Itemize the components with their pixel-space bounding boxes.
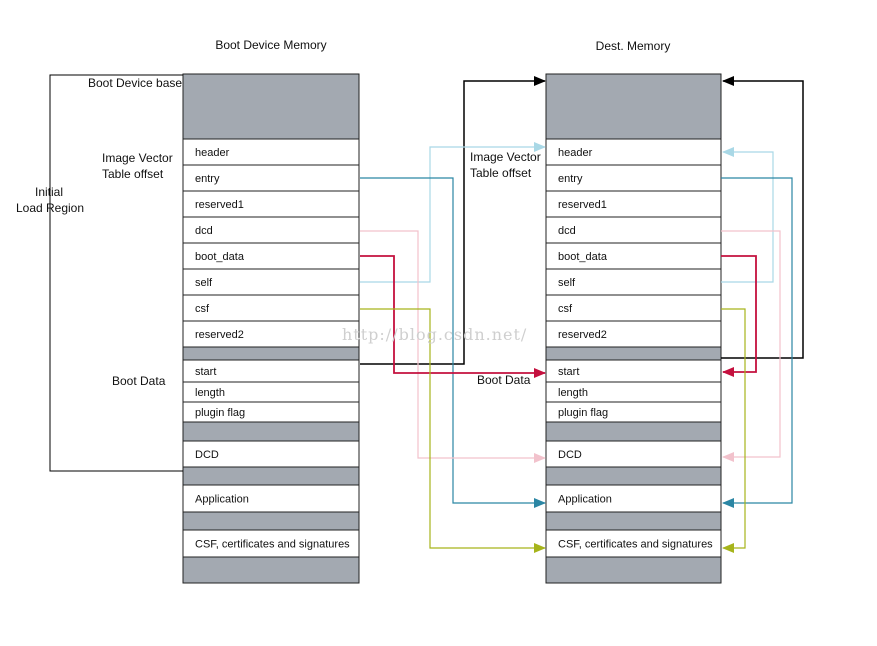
left-row-label-dcd: dcd <box>195 225 213 237</box>
left-row-label-reserved1: reserved1 <box>195 199 244 211</box>
arrow-right-boot-data-to-start <box>721 255 757 377</box>
left-row-application <box>182 484 360 513</box>
arrow-boot-data-to-start <box>360 255 546 378</box>
left-row-header <box>182 138 360 166</box>
left-row-label-csf_block: CSF, certificates and signatures <box>195 539 350 551</box>
right-row-label-DCD: DCD <box>558 449 582 461</box>
right-ivt-label-line1: Image Vector <box>470 150 541 164</box>
initial-load-region-bracket <box>49 74 183 472</box>
left-row-csf <box>182 294 360 322</box>
right-row-label-csf: csf <box>558 303 573 315</box>
right-row-label-dcd: dcd <box>558 225 576 237</box>
right-row-DCD <box>545 440 722 468</box>
left-row-label-length: length <box>195 387 225 399</box>
left-row-gap4 <box>182 511 360 531</box>
left-row-entry <box>182 164 360 192</box>
left-row-top <box>182 73 360 140</box>
left-row-label-start: start <box>195 366 216 378</box>
right-column-title: Dest. Memory <box>596 39 671 53</box>
left-row-gap2 <box>182 421 360 442</box>
left-row-label-self: self <box>195 277 213 289</box>
left-row-label-entry: entry <box>195 173 220 185</box>
right-row-gap1 <box>545 346 722 361</box>
right-boot-data-label: Boot Data <box>477 373 531 387</box>
left-row-label-header: header <box>195 147 230 159</box>
left-row-gap5 <box>182 556 360 584</box>
left-row-gap3 <box>182 466 360 486</box>
right-row-dcd <box>545 216 722 244</box>
arrow-right-csf-to-csf-block <box>721 308 746 553</box>
arrow-right-entry-to-application <box>721 177 793 508</box>
left-column-title: Boot Device Memory <box>215 38 326 52</box>
initial-load-region-label-line1: Initial <box>35 185 63 199</box>
right-row-gap4 <box>545 511 722 531</box>
right-row-label-start: start <box>558 366 579 378</box>
left-row-label-DCD: DCD <box>195 449 219 461</box>
left-row-self <box>182 268 360 296</box>
right-row-label-reserved1: reserved1 <box>558 199 607 211</box>
right-row-top <box>545 73 722 140</box>
right-row-boot_data <box>545 242 722 270</box>
left-row-label-plugin_flag: plugin flag <box>195 407 245 419</box>
right-row-csf <box>545 294 722 322</box>
left-row-label-boot_data: boot_data <box>195 251 245 263</box>
left-ivt-label-line2: Table offset <box>102 167 164 181</box>
right-row-label-self: self <box>558 277 576 289</box>
right-row-application <box>545 484 722 513</box>
right-row-label-header: header <box>558 147 593 159</box>
right-row-gap3 <box>545 466 722 486</box>
arrow-self-to-header <box>360 142 546 283</box>
watermark-text: http://blog.csdn.net/ <box>342 325 527 344</box>
right-row-label-application: Application <box>558 494 612 506</box>
right-row-label-plugin_flag: plugin flag <box>558 407 608 419</box>
left-row-label-application: Application <box>195 494 249 506</box>
left-boot-data-label: Boot Data <box>112 374 166 388</box>
arrow-right-self-to-header <box>721 147 774 283</box>
right-row-gap2 <box>545 421 722 442</box>
arrow-black-to-dest-base <box>360 76 546 365</box>
arrow-csf-to-csf-block <box>360 308 546 553</box>
left-row-label-csf: csf <box>195 303 210 315</box>
arrow-entry-to-application <box>360 177 546 508</box>
right-ivt-label-line2: Table offset <box>470 166 532 180</box>
left-row-label-reserved2: reserved2 <box>195 329 244 341</box>
right-row-self <box>545 268 722 296</box>
boot-device-base-label: Boot Device base <box>88 76 182 90</box>
right-row-label-csf_block: CSF, certificates and signatures <box>558 539 713 551</box>
right-row-label-boot_data: boot_data <box>558 251 608 263</box>
arrow-right-black-to-base <box>721 76 804 359</box>
right-row-header <box>545 138 722 166</box>
initial-load-region-label-line2: Load Region <box>16 201 84 215</box>
right-row-label-length: length <box>558 387 588 399</box>
left-ivt-label-line1: Image Vector <box>102 151 173 165</box>
left-row-gap1 <box>182 346 360 361</box>
arrow-right-dcd-to-DCD <box>721 230 781 462</box>
arrow-dcd-to-DCD <box>360 230 546 463</box>
left-row-DCD <box>182 440 360 468</box>
right-row-reserved1 <box>545 190 722 218</box>
left-row-dcd <box>182 216 360 244</box>
right-row-gap5 <box>545 556 722 584</box>
right-row-reserved2 <box>545 320 722 348</box>
right-row-label-entry: entry <box>558 173 583 185</box>
right-row-label-reserved2: reserved2 <box>558 329 607 341</box>
